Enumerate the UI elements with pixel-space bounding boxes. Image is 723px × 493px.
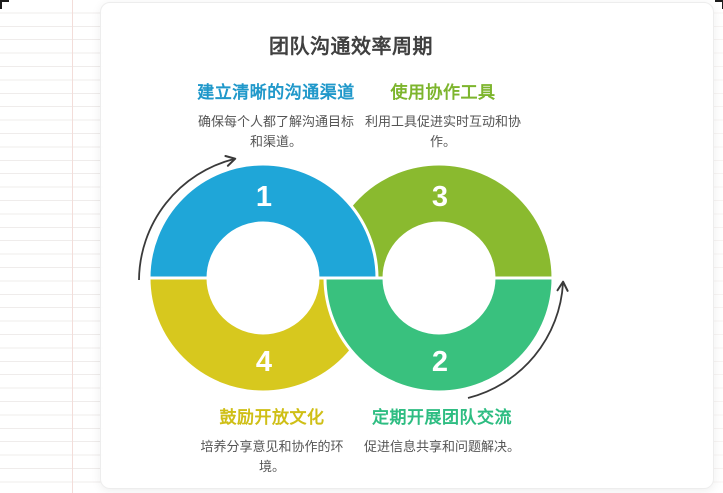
- step-block-3: 使用协作工具 利用工具促进实时互动和协作。: [343, 83, 543, 152]
- segment-3: [323, 162, 555, 280]
- step-block-2: 定期开展团队交流 促进信息共享和问题解决。: [342, 408, 542, 457]
- step-heading-2: 定期开展团队交流: [372, 408, 512, 427]
- step-description-4: 培养分享意见和协作的环境。: [200, 439, 344, 474]
- segment-number-3: 3: [432, 181, 448, 213]
- segment-2: [323, 276, 555, 394]
- step-heading-3: 使用协作工具: [390, 83, 496, 102]
- segment-1: [147, 162, 379, 280]
- step-block-1: 建立清晰的沟通渠道 确保每个人都了解沟通目标和渠道。: [176, 83, 376, 152]
- step-heading-4: 鼓励开放文化: [219, 408, 325, 427]
- background-grid-strip: [0, 0, 103, 493]
- segment-number-2: 2: [432, 346, 448, 378]
- step-description-1: 确保每个人都了解沟通目标和渠道。: [197, 114, 354, 149]
- step-block-4: 鼓励开放文化 培养分享意见和协作的环境。: [172, 408, 372, 477]
- segment-number-1: 1: [256, 181, 272, 213]
- page-title: 团队沟通效率周期: [269, 36, 433, 58]
- flow-arrow-bottom-right: [467, 280, 569, 399]
- segment-4: [147, 276, 379, 394]
- step-description-3: 利用工具促进实时互动和协作。: [364, 114, 521, 149]
- flow-arrow-top-left: [138, 154, 237, 281]
- infographic-card: [100, 2, 714, 489]
- step-description-2: 促进信息共享和问题解决。: [363, 439, 520, 454]
- background-grid-vertical-line: [72, 0, 73, 493]
- step-heading-1: 建立清晰的沟通渠道: [197, 83, 355, 102]
- segment-number-4: 4: [256, 346, 272, 378]
- corner-mark-top-left-icon: [0, 0, 9, 9]
